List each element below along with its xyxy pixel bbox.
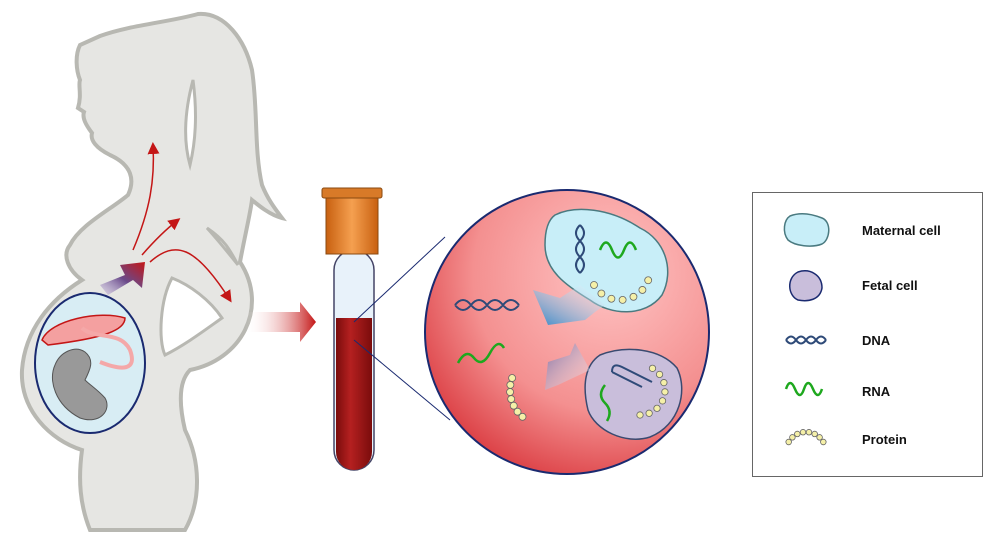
protein-bead [636,411,644,419]
blood-tube [321,187,383,471]
dna-strand [611,364,653,388]
protein-bead [507,395,516,403]
protein-bead [661,388,669,396]
protein-bead [653,404,661,412]
legend-label-rna: RNA [862,384,891,399]
rna-strand [599,384,611,422]
rna-strand [456,342,506,364]
rna-strand [598,241,638,259]
flow-arrow [149,249,232,303]
protein-bead [638,286,647,294]
protein-bead [660,379,668,387]
legend [752,192,983,477]
protein-bead [658,397,667,405]
protein-bead [629,292,638,301]
hair-gap [184,79,197,171]
placenta-to-blood-arrow [100,262,145,295]
protein-bead [508,374,517,382]
protein-bead [506,388,514,396]
violet-arrow [545,343,590,390]
fetus [51,348,108,421]
legend-label-fetal-cell: Fetal cell [862,278,918,293]
flow-arrow [141,218,181,256]
flow-arrow [132,142,160,251]
protein-bead [644,276,653,285]
protein-bead [655,370,664,379]
protein-bead [513,407,522,416]
shoulder-gap [205,226,240,266]
protein-bead [590,281,598,289]
protein-bead [607,294,616,303]
protein-bead [618,295,627,304]
protein-bead [648,364,657,372]
blood-draw-arrow [245,302,316,342]
dna-strand [454,299,520,311]
zoom-line [353,236,446,323]
zoom-line [353,339,451,421]
legend-label-dna: DNA [862,333,891,348]
umbilical-cord [80,326,134,370]
legend-label-maternal-cell: Maternal cell [862,223,941,238]
protein-bead [518,412,527,421]
protein-bead [509,401,518,410]
pregnant-woman-silhouette [19,11,287,532]
legend-label-protein: Protein [862,432,907,447]
arm-gap [159,276,225,358]
protein-bead [506,381,515,389]
protein-chains [506,276,669,421]
protein-bead [597,289,606,298]
blue-arrow [533,285,605,325]
dna-strand [575,224,585,274]
protein-bead [645,409,653,417]
